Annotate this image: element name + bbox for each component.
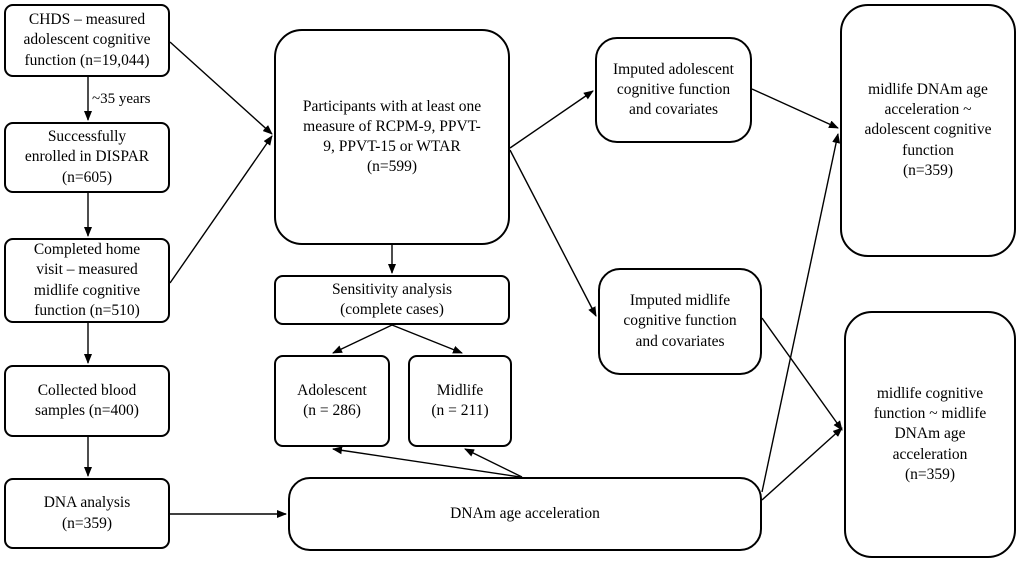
node-text-line: visit – measured [36, 261, 138, 279]
node-text-line: Imputed adolescent [613, 60, 734, 78]
node-text-line: DNAm age acceleration [450, 504, 600, 522]
node-text-line: adolescent cognitive [23, 31, 151, 49]
node-text-line: function (n=19,044) [24, 51, 150, 69]
node-adolescent: Adolescent (n = 286) [274, 355, 390, 447]
node-text-line: Successfully [47, 128, 127, 146]
node-enrolled: Successfully enrolled in DISPAR (n=605) [4, 122, 170, 193]
arrow-participants-to-imputed-adolescent [509, 90, 594, 149]
node-text-line: acceleration ~ [884, 101, 972, 119]
arrow-homevisit-to-participants [169, 135, 273, 284]
arrow-sensitivity-to-adolescent [332, 324, 393, 354]
node-text-line: (n=359) [902, 161, 954, 179]
node-text-line: samples (n=400) [35, 402, 139, 419]
node-text-line: Completed home [33, 241, 141, 259]
node-text-line: 9, PPVT-15 or WTAR [323, 138, 461, 155]
node-text-line: and covariates [628, 101, 719, 119]
node-text-line: DNAm age [894, 425, 966, 443]
arrow-dnam-to-model2 [761, 427, 843, 501]
node-text-line: acceleration [892, 445, 968, 463]
node-chds: CHDS – measured adolescent cognitive funct… [4, 4, 170, 77]
node-text-line: Collected blood [37, 381, 137, 399]
node-text-line: DNA analysis [43, 494, 131, 512]
node-model-dnam-on-adolescent: midlife DNAm age acceleration ~ adolescent… [840, 4, 1016, 257]
node-text-line: Participants with at least one [302, 97, 482, 115]
node-text-line: enrolled in DISPAR [24, 148, 150, 166]
node-midlife: Midlife (n = 211) [408, 355, 512, 447]
node-text-line: (n=599) [366, 158, 418, 176]
node-dna-analysis: DNA analysis (n=359) [4, 478, 170, 549]
node-text-line: Sensitivity analysis [331, 280, 453, 298]
node-participants: Participants with at least one measure of… [274, 29, 510, 245]
node-text-line: Adolescent [297, 381, 367, 399]
node-text-line: CHDS – measured [28, 11, 146, 29]
arrow-participants-to-imputed-midlife [509, 149, 597, 317]
node-text-line: (n = 286) [303, 402, 361, 419]
node-dnam-age-acceleration: DNAm age acceleration [288, 477, 762, 551]
node-text-line: function [902, 141, 954, 159]
node-text-line: (n = 211) [431, 402, 489, 419]
node-text-line: function (n=510) [34, 301, 140, 319]
node-text-line: (n=359) [904, 465, 956, 483]
node-blood-samples: Collected blood samples (n=400) [4, 365, 170, 437]
node-text-line: (n=605) [61, 168, 113, 186]
node-text-line: Midlife [436, 381, 484, 399]
node-text-line: midlife cognitive [876, 385, 984, 403]
node-sensitivity-analysis: Sensitivity analysis (complete cases) [274, 275, 510, 325]
node-text-line: cognitive function [616, 80, 731, 98]
arrow-dnam-to-model1 [761, 133, 841, 493]
node-text-line: measure of RCPM-9, PPVT- [303, 117, 481, 135]
arrow-chds-to-participants [169, 41, 273, 135]
node-text-line: adolescent cognitive [864, 121, 992, 139]
node-text-line: (complete cases) [340, 301, 444, 318]
node-text-line: (n=359) [61, 514, 113, 532]
node-text-line: midlife cognitive [33, 281, 141, 299]
arrow-imputed-midlife-to-model2 [761, 317, 843, 431]
arrow-dnam-to-adolescent [332, 446, 521, 478]
node-text-line: Imputed midlife [629, 292, 731, 310]
arrow-sensitivity-to-midlife [391, 324, 463, 354]
node-text-line: cognitive function [623, 312, 737, 330]
node-text-line: and covariates [635, 332, 725, 350]
arrow-imputed-adolescent-to-model1 [751, 88, 839, 129]
node-imputed-adolescent: Imputed adolescent cognitive function and … [595, 37, 752, 143]
interval-label: ~35 years [92, 91, 151, 107]
node-text-line: function ~ midlife [873, 405, 987, 423]
node-home-visit: Completed home visit – measured midlife co… [4, 238, 170, 323]
node-text-line: midlife DNAm age [868, 81, 988, 99]
arrow-dnam-to-midlife [464, 448, 523, 478]
node-imputed-midlife: Imputed midlife cognitive function and cov… [598, 268, 762, 375]
